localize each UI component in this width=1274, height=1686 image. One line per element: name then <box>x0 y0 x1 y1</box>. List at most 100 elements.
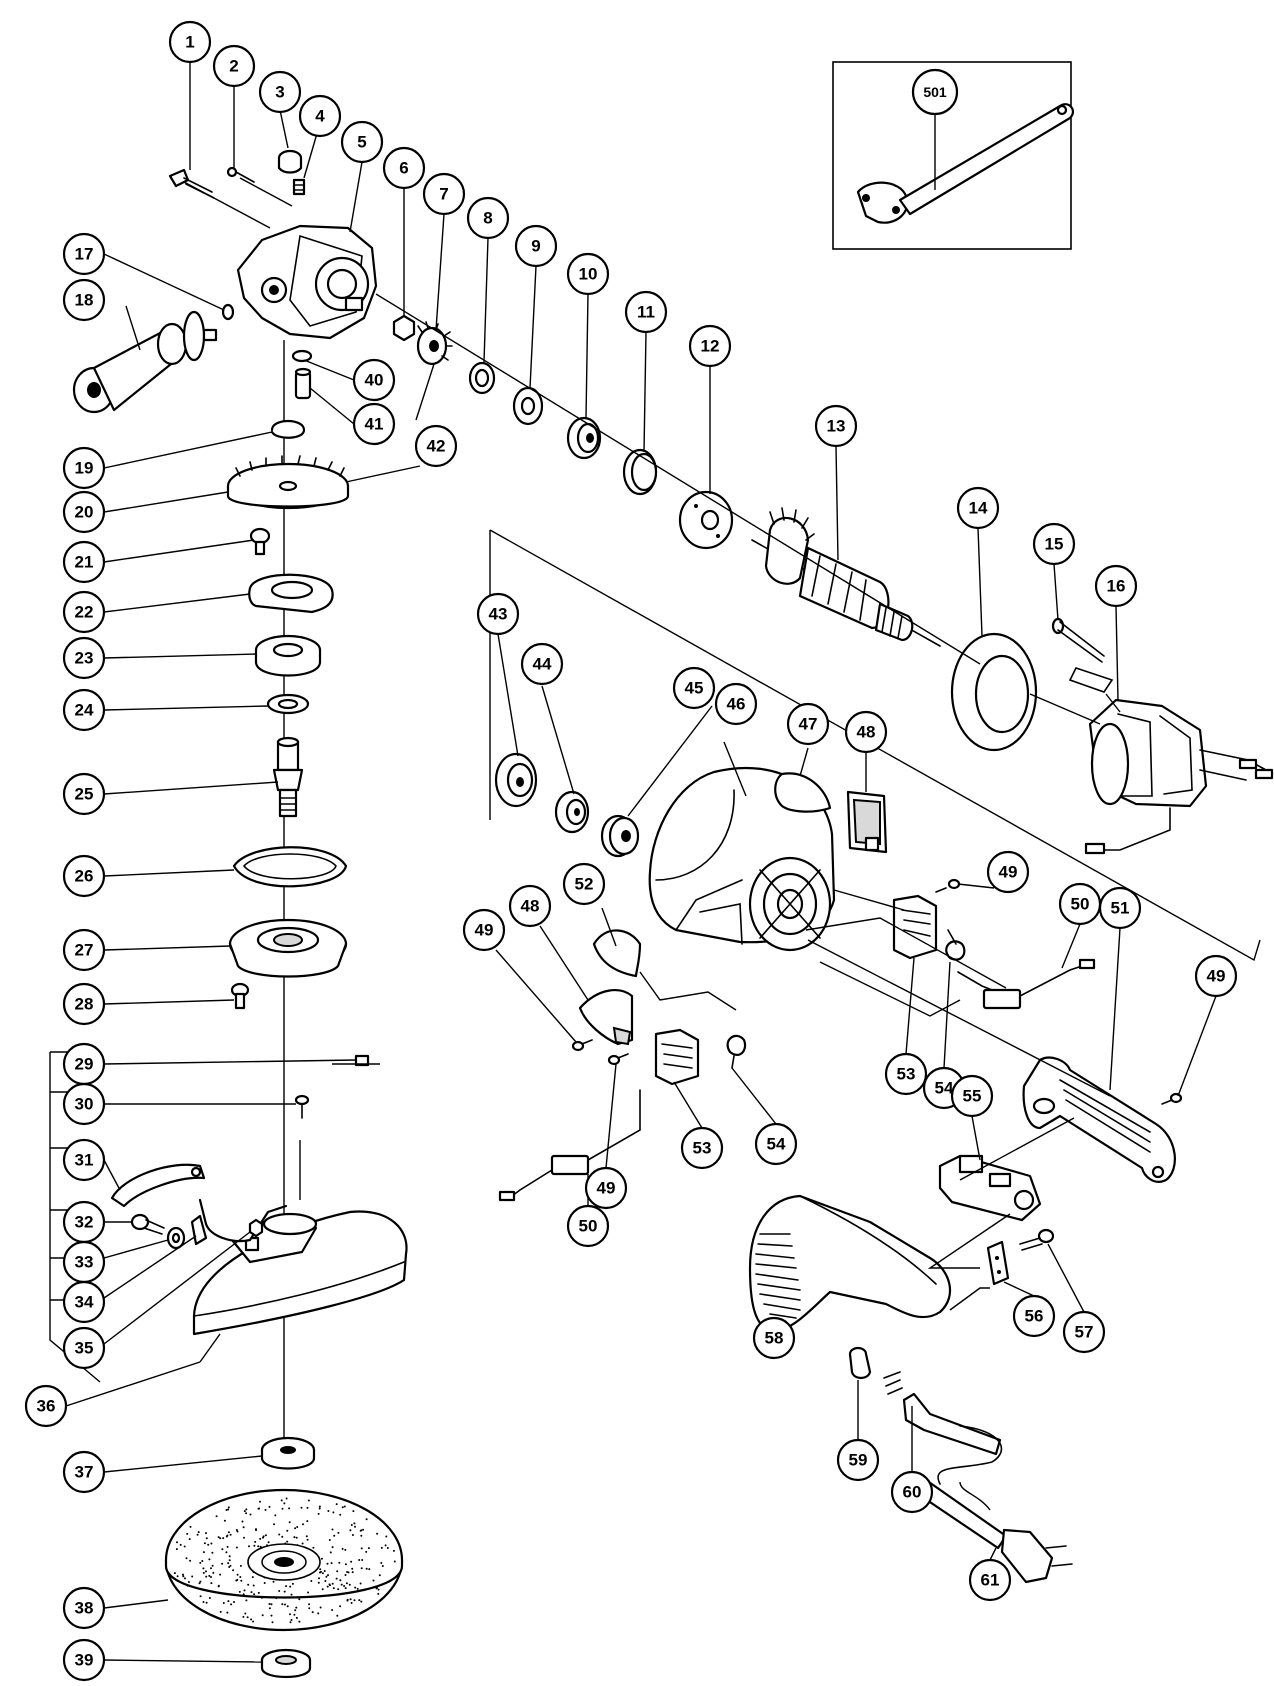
svg-text:52: 52 <box>575 875 594 894</box>
callout-51: 51 <box>1098 886 1142 930</box>
svg-text:45: 45 <box>685 679 704 698</box>
callout-55: 55 <box>950 1074 994 1118</box>
svg-text:18: 18 <box>75 291 94 310</box>
cap-52 <box>592 929 642 978</box>
svg-text:21: 21 <box>75 553 94 572</box>
terminal-56 <box>986 1240 1010 1286</box>
grinding-disc-38 <box>164 1488 404 1632</box>
svg-text:53: 53 <box>693 1139 712 1158</box>
callout-7: 7 <box>422 172 466 216</box>
callout-38: 38 <box>62 1586 106 1630</box>
callout-49-bottom: 49 <box>584 1166 628 1210</box>
brush-holder-cover-48-top <box>846 790 888 854</box>
callout-5: 5 <box>340 120 384 164</box>
svg-text:27: 27 <box>75 941 94 960</box>
spindle-25 <box>272 736 304 818</box>
pin-2 <box>226 166 255 183</box>
callout-49-left: 49 <box>462 908 506 952</box>
svg-text:20: 20 <box>75 503 94 522</box>
gear-housing <box>236 224 378 340</box>
callout-53-bottom: 53 <box>680 1126 724 1170</box>
brush-holder-53-top <box>892 894 938 960</box>
callout-29: 29 <box>62 1042 106 1086</box>
callout-leaders <box>65 60 1217 1663</box>
svg-text:15: 15 <box>1045 535 1064 554</box>
callout-14: 14 <box>956 486 1000 530</box>
svg-text:3: 3 <box>275 83 284 102</box>
washer-17 <box>221 303 235 321</box>
callout-26: 26 <box>62 854 106 898</box>
ball-bearing-10 <box>566 416 602 460</box>
screw-49c <box>935 878 961 893</box>
svg-text:501: 501 <box>923 84 947 100</box>
svg-text:55: 55 <box>963 1087 982 1106</box>
svg-text:50: 50 <box>1071 895 1090 914</box>
svg-text:30: 30 <box>75 1095 94 1114</box>
svg-text:44: 44 <box>533 655 552 674</box>
band-31 <box>110 1163 206 1208</box>
wheel-nut-39 <box>260 1648 312 1678</box>
stator <box>1084 698 1274 855</box>
svg-text:49: 49 <box>999 863 1018 882</box>
packing-gland-27 <box>228 918 348 978</box>
callout-39: 39 <box>62 1638 106 1682</box>
svg-text:48: 48 <box>857 723 876 742</box>
svg-text:57: 57 <box>1075 1323 1094 1342</box>
svg-text:58: 58 <box>765 1329 784 1348</box>
svg-text:37: 37 <box>75 1463 94 1482</box>
svg-text:61: 61 <box>981 1571 1000 1590</box>
push-button-3 <box>277 149 303 174</box>
pinion-gear-7 <box>416 321 453 366</box>
callout-30: 30 <box>62 1082 106 1126</box>
callout-46: 46 <box>714 682 758 726</box>
carbon-brush-50-bottom <box>498 1089 641 1202</box>
cord-armor-59 <box>848 1346 872 1380</box>
callout-24: 24 <box>62 688 106 732</box>
callout-61: 61 <box>968 1558 1012 1602</box>
svg-text:2: 2 <box>229 57 238 76</box>
callout-35: 35 <box>62 1326 106 1370</box>
callout-36: 36 <box>24 1384 68 1428</box>
svg-text:12: 12 <box>701 337 720 356</box>
svg-text:22: 22 <box>75 603 94 622</box>
svg-text:16: 16 <box>1107 577 1126 596</box>
callout-50-top: 50 <box>1058 882 1102 926</box>
pin-30 <box>294 1094 310 1119</box>
callout-17: 17 <box>62 232 106 276</box>
washer-8 <box>468 361 496 395</box>
svg-text:59: 59 <box>849 1451 868 1470</box>
spring-4 <box>292 178 306 196</box>
ball-bearing-23 <box>254 634 322 677</box>
svg-text:46: 46 <box>727 695 746 714</box>
callout-37: 37 <box>62 1450 106 1494</box>
svg-text:19: 19 <box>75 459 94 478</box>
nut-35 <box>248 1218 264 1238</box>
svg-text:34: 34 <box>75 1293 94 1312</box>
svg-text:49: 49 <box>1207 967 1226 986</box>
callout-33: 33 <box>62 1240 106 1284</box>
switch-55 <box>938 1154 1042 1222</box>
callout-11: 11 <box>624 290 668 334</box>
callout-501: 501 <box>911 68 959 116</box>
svg-text:5: 5 <box>357 133 366 152</box>
callout-13: 13 <box>814 404 858 448</box>
gasket-26 <box>232 846 348 888</box>
svg-text:24: 24 <box>75 701 94 720</box>
svg-text:49: 49 <box>597 1179 616 1198</box>
svg-text:6: 6 <box>399 159 408 178</box>
callout-57: 57 <box>1062 1310 1106 1354</box>
retaining-ring-19 <box>270 419 306 439</box>
svg-text:40: 40 <box>365 371 384 390</box>
svg-text:7: 7 <box>439 185 448 204</box>
callout-9: 9 <box>514 224 558 268</box>
bearing-retainer-22 <box>248 573 334 614</box>
callout-48-top: 48 <box>844 710 888 754</box>
svg-text:10: 10 <box>579 265 598 284</box>
svg-text:14: 14 <box>969 499 988 518</box>
callout-56: 56 <box>1012 1294 1056 1338</box>
svg-text:47: 47 <box>799 715 818 734</box>
callout-23: 23 <box>62 636 106 680</box>
callout-45: 45 <box>672 666 716 710</box>
callout-22: 22 <box>62 590 106 634</box>
